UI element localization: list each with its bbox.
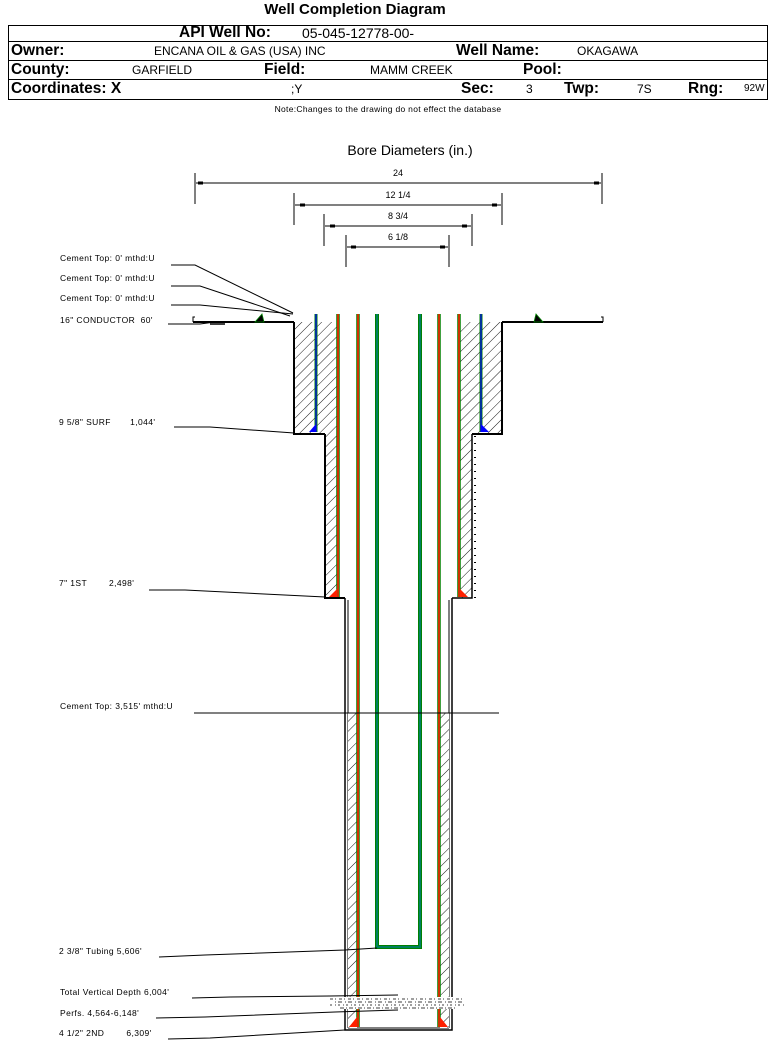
bore-label-6-1-8: 6 1/8: [388, 232, 408, 242]
surface-casing-9-5-8: [309, 314, 489, 432]
second-string-shoe-right: [440, 1017, 448, 1027]
label-surface-casing: 9 5/8" SURF 1,044': [59, 417, 155, 427]
sec-value: 3: [526, 82, 533, 96]
coordinates-row: Coordinates: X ;Y Sec: 3 Twp: 7S Rng: 92…: [9, 79, 767, 99]
owner-label: Owner:: [11, 42, 65, 59]
county-value: GARFIELD: [132, 63, 193, 77]
leader-cement-top-3: [171, 304, 294, 315]
conductor-marker-left: [254, 313, 265, 323]
surface-casing-shoe-right: [481, 424, 489, 432]
pool-label: Pool:: [523, 61, 562, 78]
second-string-shoe-left: [349, 1017, 357, 1027]
well-header-table: API Well No: 05-045-12778-00- Owner: ENC…: [8, 24, 768, 100]
twp-label: Twp:: [564, 80, 600, 97]
leader-first-string: [149, 589, 326, 598]
disclaimer-note: Note:Changes to the drawing do not effec…: [274, 104, 502, 114]
well-name-value: OKAGAWA: [577, 44, 639, 58]
bore-label-24: 24: [393, 168, 403, 178]
bore-dimension-24: 24: [194, 168, 603, 204]
bore-dimension-6-1-8: 6 1/8: [345, 232, 450, 267]
leader-lines: [149, 264, 499, 1040]
coordinates-y-label: ;Y: [291, 82, 303, 96]
label-perfs: Perfs. 4,564-6,148': [60, 1008, 139, 1018]
label-cement-top-4: Cement Top: 3,515' mthd:U: [60, 701, 173, 711]
bore-label-12-1-4: 12 1/4: [385, 190, 410, 200]
leader-cement-top-1: [171, 264, 294, 314]
intermediate-hole-cement: [324, 434, 476, 599]
surface-casing-shoe-left: [309, 424, 316, 432]
label-cement-top-1: Cement Top: 0' mthd:U: [60, 253, 155, 263]
first-string-shoe-left: [329, 589, 337, 597]
bore-dimension-8-3-4: 8 3/4: [323, 211, 473, 246]
bore-diameters-title: Bore Diameters (in.): [347, 142, 472, 158]
first-string-shoe-right: [460, 589, 468, 597]
production-hole: [344, 598, 453, 1031]
county-row: County: GARFIELD Field: MAMM CREEK Pool:: [9, 60, 767, 80]
label-first-string: 7" 1ST 2,498': [59, 578, 134, 588]
api-label: API Well No:: [179, 24, 271, 41]
conductor-marker-right: [533, 313, 544, 323]
rng-value: 92W: [744, 83, 765, 94]
label-cement-top-3: Cement Top: 0' mthd:U: [60, 293, 155, 303]
first-string-casing-7in: [329, 314, 468, 597]
twp-value: 7S: [637, 82, 652, 96]
county-label: County:: [11, 61, 70, 78]
field-label: Field:: [264, 61, 306, 78]
bore-label-8-3-4: 8 3/4: [388, 211, 408, 221]
owner-row: Owner: ENCANA OIL & GAS (USA) INC Well N…: [9, 41, 767, 61]
annotations: Cement Top: 0' mthd:U Cement Top: 0' mth…: [59, 253, 173, 1038]
sec-label: Sec:: [461, 80, 494, 97]
leader-cement-top-2: [171, 285, 291, 317]
label-conductor: 16" CONDUCTOR 60': [60, 315, 153, 325]
production-cement-left: [348, 713, 357, 1028]
coordinates-x-label: Coordinates: X: [11, 80, 122, 97]
label-tvd: Total Vertical Depth 6,004': [60, 987, 169, 997]
tubing-2-3-8: [375, 314, 422, 949]
production-cement-right: [440, 713, 449, 1028]
leader-perfs: [155, 1009, 399, 1019]
api-value: 05-045-12778-00-: [302, 25, 415, 41]
field-value: MAMM CREEK: [370, 63, 453, 77]
rng-label: Rng:: [688, 80, 724, 97]
leader-second-string: [167, 1029, 346, 1040]
api-row: API Well No: 05-045-12778-00-: [9, 24, 767, 41]
bore-dimension-12-1-4: 12 1/4: [293, 190, 503, 225]
well-name-label: Well Name:: [456, 42, 540, 59]
label-second-string: 4 1/2" 2ND 6,309': [59, 1028, 152, 1038]
page-title: Well Completion Diagram: [264, 1, 446, 18]
owner-value: ENCANA OIL & GAS (USA) INC: [154, 44, 326, 58]
second-string-casing-4-1-2: [349, 314, 448, 1027]
leader-tubing: [158, 947, 378, 958]
surface-hole-cement: [293, 322, 503, 435]
label-cement-top-2: Cement Top: 0' mthd:U: [60, 273, 155, 283]
leader-conductor: [168, 321, 216, 325]
leader-tvd: [191, 994, 399, 999]
leader-surface-casing: [174, 426, 295, 434]
perforations: [330, 997, 465, 1009]
label-tubing: 2 3/8" Tubing 5,606': [59, 946, 142, 956]
ground-surface: [192, 313, 604, 325]
